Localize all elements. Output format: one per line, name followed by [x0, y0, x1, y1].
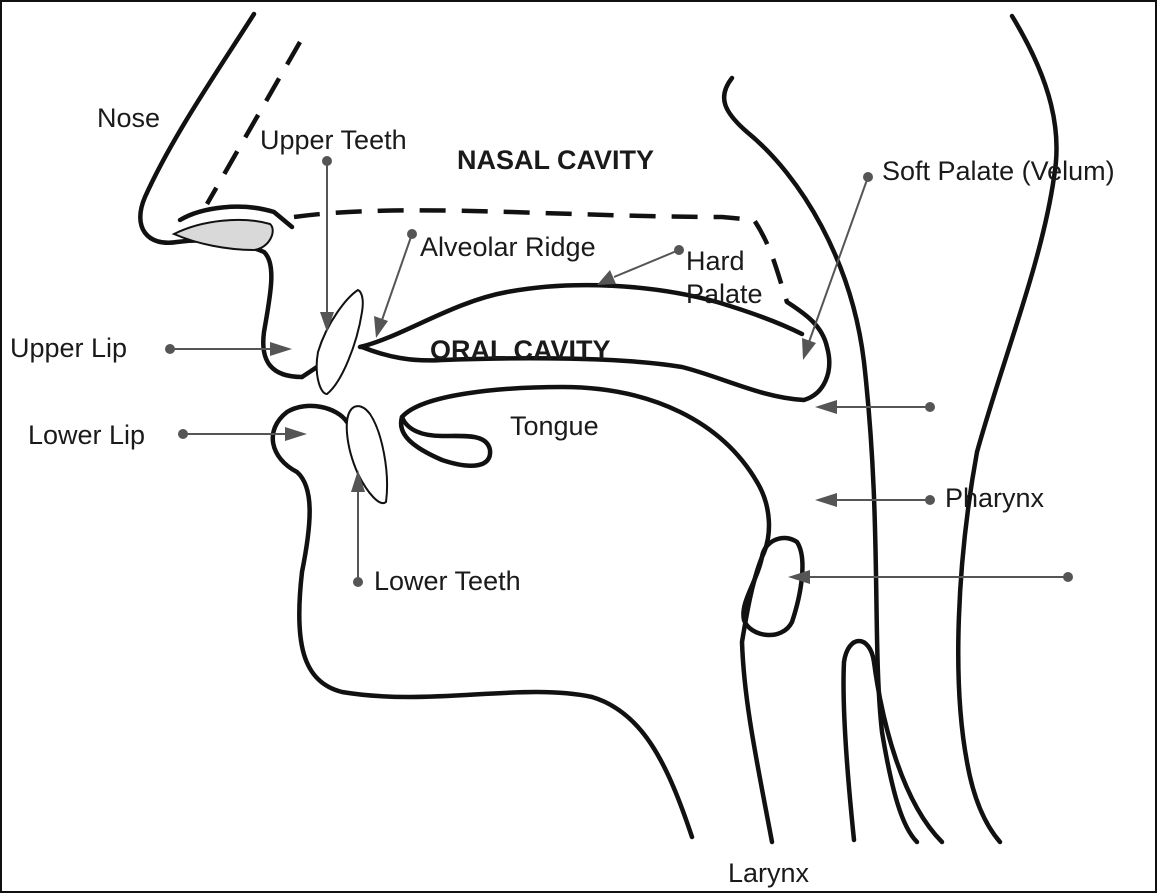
label-upper-lip: Upper Lip [10, 333, 127, 363]
trachea-outline [844, 641, 942, 842]
label-soft-palate: Soft Palate (Velum) [882, 156, 1115, 186]
label-tongue: Tongue [510, 411, 599, 441]
upper-lip-inner [302, 367, 317, 377]
epiglottis-outline [743, 538, 802, 635]
neck-back-outline [958, 16, 1056, 842]
pointer-upper-teeth [320, 156, 334, 332]
pointer-pharynx-upper [815, 400, 935, 414]
label-lower-lip: Lower Lip [28, 420, 145, 450]
label-hard-palate-2: Palate [686, 279, 763, 309]
label-hard-palate-1: Hard [686, 246, 745, 276]
pointer-upper-lip [165, 342, 292, 356]
label-alveolar-ridge: Alveolar Ridge [420, 232, 596, 262]
label-nasal-cavity: NASAL CAVITY [457, 145, 654, 175]
label-pharynx: Pharynx [945, 483, 1045, 513]
pointer-lower-lip [178, 427, 307, 441]
pointer-lower-teeth [351, 470, 365, 587]
tongue-tip [401, 417, 490, 466]
upper-tooth [317, 290, 363, 394]
lower-lip-outline [273, 406, 692, 837]
nose-outline [140, 14, 302, 377]
label-upper-teeth: Upper Teeth [260, 125, 407, 155]
label-nose: Nose [97, 103, 160, 133]
pointer-alveolar-ridge [374, 229, 417, 338]
label-larynx: Larynx [728, 858, 810, 888]
pointer-hard-palate [597, 245, 684, 285]
label-lower-teeth: Lower Teeth [374, 566, 521, 596]
tongue-outline [402, 387, 772, 842]
nostril [174, 220, 273, 250]
label-oral-cavity: ORAL CAVITY [430, 335, 611, 365]
pointer-pharynx-lower [788, 570, 1073, 584]
